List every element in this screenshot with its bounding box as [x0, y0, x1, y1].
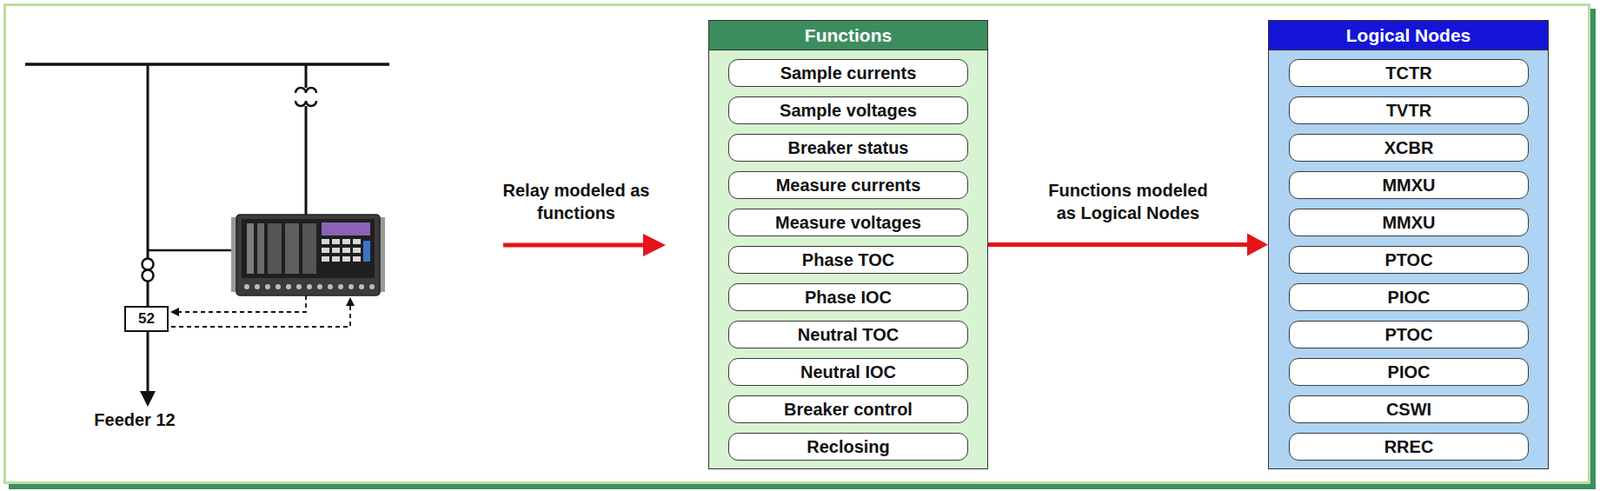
- function-item: CSWI: [1288, 395, 1529, 424]
- function-item: TCTR: [1288, 59, 1529, 87]
- item-text: PTOC: [1384, 250, 1433, 270]
- red-arrow: [643, 233, 666, 257]
- arrow-label: Relay modeled as functions: [484, 179, 668, 225]
- ct-wire: [147, 249, 237, 253]
- group-panel: FunctionsSample currentsSample voltagesB…: [708, 19, 989, 470]
- panel-header: Logical Nodes: [1268, 20, 1548, 51]
- item-text: Reclosing: [806, 437, 890, 457]
- function-item: Breaker control: [728, 395, 969, 424]
- item-text: XCBR: [1384, 138, 1435, 158]
- function-item: Phase IOC: [728, 283, 969, 312]
- function-item: Phase TOC: [728, 245, 969, 274]
- vt-symbol: [295, 100, 317, 107]
- vt-symbol: [295, 87, 317, 93]
- item-text: Breaker status: [788, 138, 910, 158]
- function-item: Neutral IOC: [728, 358, 969, 386]
- trip-signal: [172, 295, 306, 313]
- status-signal: [171, 298, 351, 327]
- function-item: MMXU: [1288, 208, 1529, 237]
- box-text: 52: [138, 310, 155, 328]
- ct-symbol: [142, 258, 154, 282]
- function-item: Measure voltages: [728, 208, 969, 237]
- function-item: Breaker status: [728, 133, 969, 162]
- function-item: PIOC: [1288, 283, 1529, 312]
- function-item: RREC: [1288, 432, 1529, 461]
- function-item: Measure currents: [728, 171, 969, 200]
- item-text: Sample currents: [780, 63, 917, 83]
- item-text: Measure currents: [776, 175, 922, 195]
- item-text: Neutral TOC: [797, 325, 899, 345]
- function-item: MMXU: [1288, 171, 1529, 200]
- function-item: Neutral TOC: [728, 320, 969, 349]
- item-text: PTOC: [1384, 325, 1433, 345]
- item-text: Phase TOC: [802, 250, 895, 270]
- vt-wire: [305, 106, 308, 215]
- function-item: PIOC: [1288, 358, 1529, 386]
- item-text: Neutral IOC: [800, 362, 897, 382]
- item-text: PIOC: [1387, 362, 1431, 382]
- arrow-label: Functions modeled as Logical Nodes: [1036, 179, 1220, 225]
- item-text: Measure voltages: [775, 212, 922, 233]
- item-text: TVTR: [1386, 100, 1432, 120]
- red-arrow: [503, 243, 647, 248]
- group-panel: Logical NodesTCTR TVTR XCBR MMXU MMXU PTOC PIO…: [1268, 19, 1549, 470]
- function-item: Sample currents: [728, 59, 969, 87]
- function-item: XCBR: [1288, 133, 1529, 162]
- item-text: Sample voltages: [779, 100, 917, 120]
- relay-device: [231, 214, 386, 296]
- bus-bar: [25, 62, 390, 67]
- function-item: TVTR: [1288, 96, 1529, 125]
- function-item: Reclosing: [728, 432, 969, 461]
- feeder-arrow: [139, 391, 156, 407]
- function-item: PTOC: [1288, 245, 1529, 274]
- function-item: Sample voltages: [728, 96, 969, 125]
- function-item: PTOC: [1288, 320, 1529, 349]
- item-text: CSWI: [1386, 399, 1432, 419]
- item-text: PIOC: [1387, 287, 1431, 307]
- panel-header: Functions: [709, 20, 988, 51]
- item-text: Phase IOC: [804, 287, 892, 307]
- vt-wire: [305, 64, 308, 88]
- item-text: TCTR: [1385, 63, 1432, 83]
- red-arrow: [988, 233, 1269, 257]
- item-text: RREC: [1384, 437, 1435, 457]
- feeder-label: Feeder 12: [73, 408, 196, 432]
- feeder-line: [146, 331, 150, 393]
- item-text: MMXU: [1381, 175, 1435, 195]
- item-text: Breaker control: [783, 399, 913, 419]
- item-text: MMXU: [1381, 212, 1435, 233]
- breaker-box: 52: [124, 305, 169, 332]
